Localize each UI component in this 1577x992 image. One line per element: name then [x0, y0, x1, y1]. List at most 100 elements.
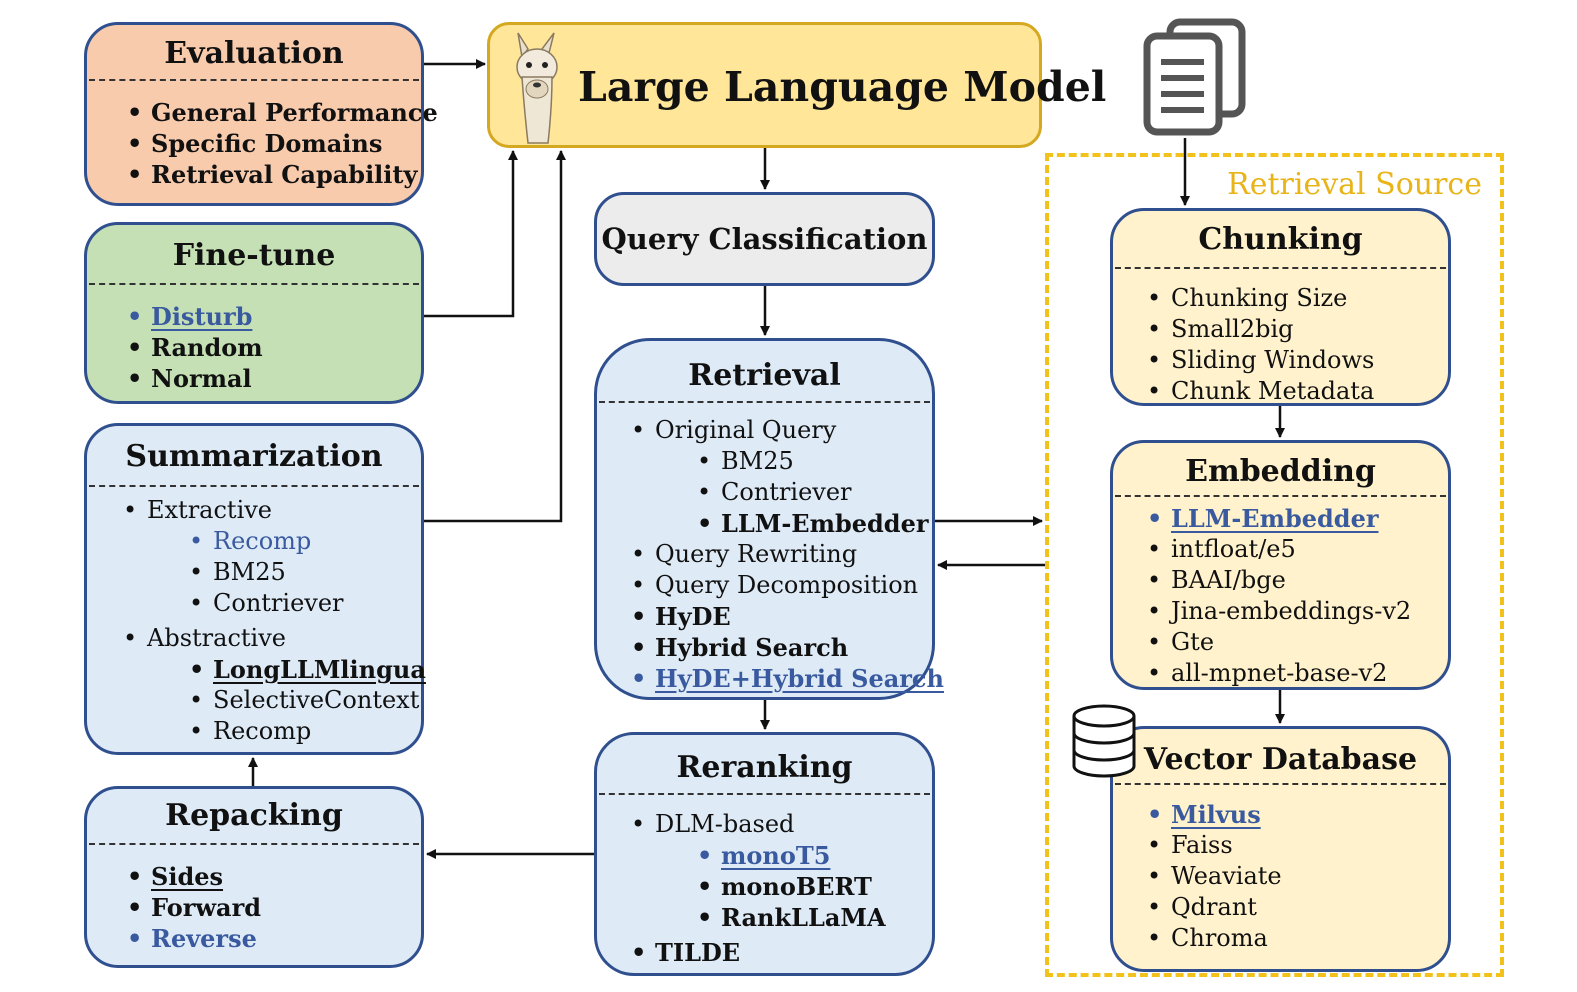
list-item: HyDE+Hybrid Search	[631, 663, 944, 694]
list-item: LLM-Embedder	[697, 508, 932, 539]
list-item: SelectiveContext	[189, 685, 421, 716]
list-item: Contriever	[697, 477, 932, 508]
list-item: Specific Domains	[127, 128, 421, 159]
list-item: Chroma	[1147, 923, 1448, 954]
chunking-list: Chunking Size Small2big Sliding Windows …	[1147, 283, 1448, 407]
list-item: Disturb	[127, 301, 421, 332]
list-item: Weaviate	[1147, 861, 1448, 892]
list-item: Abstractive	[123, 623, 421, 654]
list-item: monoT5	[697, 840, 932, 871]
arrow-summarization-to-llm	[424, 150, 566, 523]
list-item: intfloat/e5	[1147, 534, 1448, 565]
query-classification-title: Query Classification	[601, 222, 928, 256]
embedding-divider	[1115, 495, 1446, 497]
list-item: Query Decomposition	[631, 570, 932, 601]
retrieval-title: Retrieval	[688, 358, 841, 393]
evaluation-list: General Performance Specific Domains Ret…	[127, 97, 438, 190]
retrieval-divider	[599, 401, 930, 403]
list-item: TILDE	[631, 937, 932, 968]
list-item: Sliding Windows	[1147, 345, 1448, 376]
llm-title: Large Language Model	[578, 63, 1107, 111]
list-item: Gte	[1147, 627, 1448, 658]
list-item: Extractive	[123, 495, 421, 526]
chunking-title: Chunking	[1198, 222, 1363, 257]
embedding-title: Embedding	[1185, 454, 1376, 489]
vector-database-box: Vector Database Milvus Faiss Weaviate Qd…	[1110, 726, 1451, 972]
list-item: Contriever	[189, 588, 421, 619]
list-item: Recomp	[189, 526, 421, 557]
list-item: Small2big	[1147, 314, 1448, 345]
list-item: Hybrid Search	[631, 632, 932, 663]
abstractive-list: LongLLMlingua SelectiveContext Recomp	[189, 654, 426, 747]
list-item: Milvus	[1147, 799, 1448, 830]
list-item: HyDE	[631, 601, 932, 632]
summarization-title: Summarization	[125, 439, 383, 474]
chunking-box: Chunking Chunking Size Small2big Sliding…	[1110, 208, 1451, 407]
summarization-list: Extractive	[123, 495, 421, 526]
list-item: Forward	[127, 892, 421, 923]
llm-box: Large Language Model	[487, 22, 1106, 148]
finetune-divider	[89, 283, 419, 285]
list-item: DLM-based	[631, 809, 932, 840]
summarization-divider	[89, 485, 419, 487]
database-icon	[1072, 704, 1136, 778]
reranking-list: DLM-based	[631, 809, 932, 840]
llama-icon	[516, 32, 558, 144]
list-item: monoBERT	[697, 871, 932, 902]
dlm-list: monoT5 monoBERT RankLLaMA	[697, 840, 932, 933]
chunking-divider	[1115, 267, 1446, 269]
list-item: Chunk Metadata	[1147, 376, 1448, 407]
extractive-list: Recomp BM25 Contriever	[189, 526, 421, 619]
list-item: Faiss	[1147, 830, 1448, 861]
list-item: Jina-embeddings-v2	[1147, 596, 1448, 627]
retrieval-box: Retrieval Original Query BM25 Contriever…	[594, 338, 944, 700]
repacking-title: Repacking	[165, 798, 343, 833]
retrieval-list: Original Query	[631, 415, 932, 446]
finetune-box: Fine-tune Disturb Random Normal	[84, 222, 424, 404]
list-item: Query Rewriting	[631, 539, 932, 570]
list-item: Chunking Size	[1147, 283, 1448, 314]
embedding-box: Embedding LLM-Embedder intfloat/e5 BAAI/…	[1110, 440, 1451, 690]
embedding-list: LLM-Embedder intfloat/e5 BAAI/bge Jina-e…	[1147, 503, 1448, 689]
finetune-list: Disturb Random Normal	[127, 301, 421, 394]
list-item: Original Query	[631, 415, 932, 446]
list-item: Reverse	[127, 923, 421, 954]
list-item: General Performance	[127, 97, 438, 128]
list-item: Qdrant	[1147, 892, 1448, 923]
list-item: LongLLMlingua	[189, 654, 426, 685]
list-item: Sides	[127, 861, 421, 892]
reranking-title: Reranking	[676, 750, 853, 785]
list-item: BM25	[189, 557, 421, 588]
retrieval-source-label: Retrieval Source	[1227, 167, 1482, 202]
vector-database-divider	[1115, 783, 1446, 785]
original-query-list: BM25 Contriever LLM-Embedder	[697, 446, 932, 539]
list-item: LLM-Embedder	[1147, 503, 1448, 534]
list-item: all-mpnet-base-v2	[1147, 658, 1448, 689]
reranking-list-2: TILDE	[631, 937, 932, 968]
vector-database-title: Vector Database	[1143, 742, 1418, 777]
repacking-divider	[89, 843, 419, 845]
summarization-box: Summarization Extractive Recomp BM25 Con…	[84, 423, 426, 755]
list-item: BM25	[697, 446, 932, 477]
repacking-list: Sides Forward Reverse	[127, 861, 421, 954]
list-item: BAAI/bge	[1147, 565, 1448, 596]
vector-database-list: Milvus Faiss Weaviate Qdrant Chroma	[1147, 799, 1448, 954]
list-item: Normal	[127, 363, 421, 394]
query-classification-box: Query Classification	[594, 192, 935, 286]
reranking-box: Reranking DLM-based monoT5 monoBERT Rank…	[594, 732, 935, 976]
repacking-box: Repacking Sides Forward Reverse	[84, 786, 424, 968]
list-item: Recomp	[189, 716, 421, 747]
evaluation-divider	[89, 79, 419, 81]
summarization-list-2: Abstractive	[123, 623, 421, 654]
reranking-divider	[599, 793, 930, 795]
arrow-finetune-to-llm	[424, 150, 518, 318]
list-item: RankLLaMA	[697, 902, 932, 933]
retrieval-source-region: Retrieval Source	[1045, 153, 1504, 977]
finetune-title: Fine-tune	[172, 238, 336, 273]
list-item: Random	[127, 332, 421, 363]
evaluation-box: Evaluation General Performance Specific …	[84, 22, 438, 206]
list-item: Retrieval Capability	[127, 159, 421, 190]
documents-icon	[1143, 18, 1246, 136]
retrieval-methods-list: Query Rewriting Query Decomposition HyDE…	[631, 539, 944, 694]
